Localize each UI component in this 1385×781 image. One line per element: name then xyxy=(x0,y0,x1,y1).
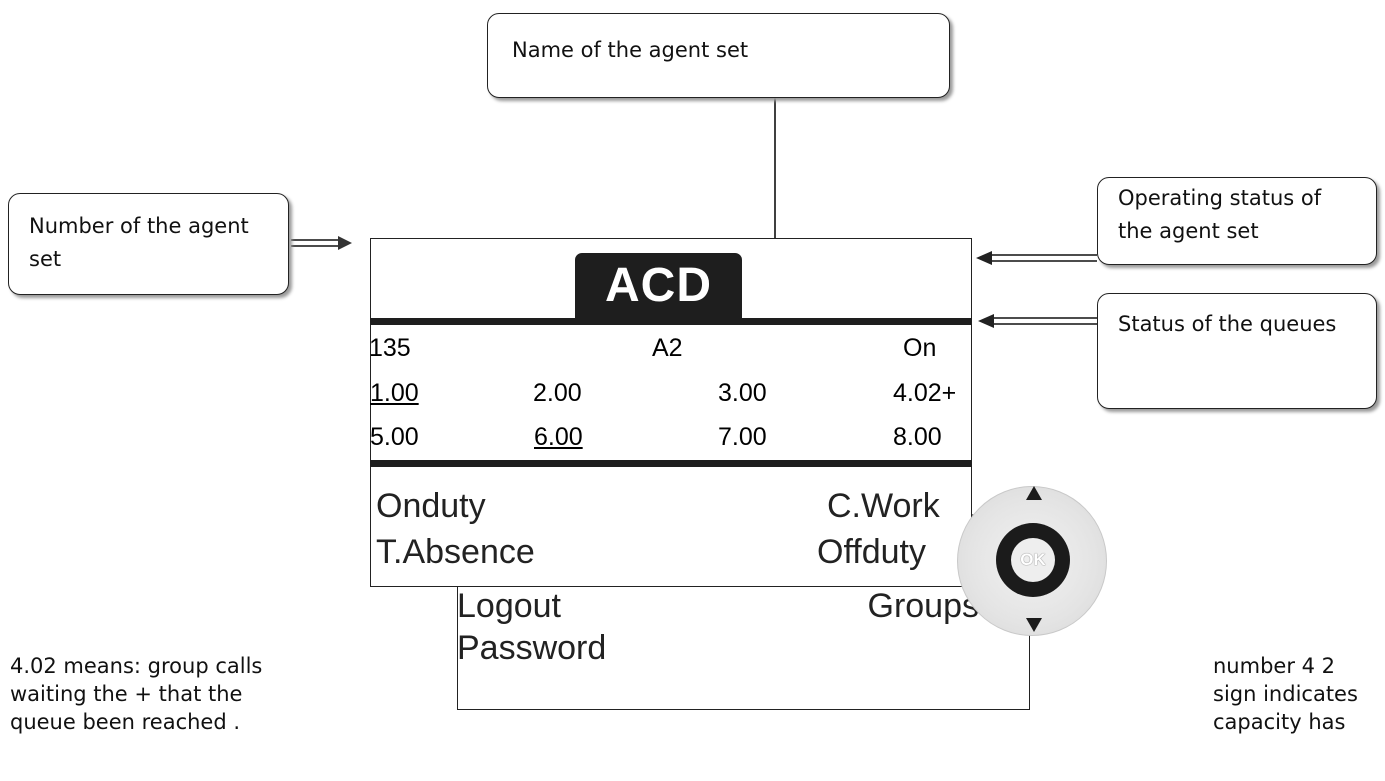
operating-arrowhead xyxy=(976,251,992,265)
queue-3: 3.00 xyxy=(718,379,767,407)
nav-arrows-icon xyxy=(1026,486,1042,632)
menu-item-logout[interactable]: Logout xyxy=(457,587,561,625)
divider-bottom xyxy=(370,460,972,467)
menu-panel-secondary: Logout Groups Password xyxy=(457,587,1030,710)
note-left: 4.02 means: group calls waiting the + th… xyxy=(10,654,263,734)
queue-2: 2.00 xyxy=(533,379,582,407)
menu-item-groups[interactable]: Groups xyxy=(867,587,980,625)
agent-set-number: 135 xyxy=(369,334,411,362)
agent-set-name: A2 xyxy=(652,334,683,362)
operating-status: On xyxy=(903,334,937,362)
callout-agent-set-name: Name of the agent set xyxy=(487,13,950,98)
acd-title-tab: ACD xyxy=(575,253,742,319)
name-connector xyxy=(695,98,776,263)
callout-operating-status: Operating status of the agent set xyxy=(1097,177,1377,265)
queues-arrowhead xyxy=(978,314,994,328)
menu-item-tabsence[interactable]: T.Absence xyxy=(376,533,535,571)
queue-4: 4.02+ xyxy=(893,379,957,407)
menu-item-password[interactable]: Password xyxy=(457,629,607,667)
queue-5: 5.00 xyxy=(370,423,419,451)
note-right: number 4 2 sign indicates capacity has xyxy=(1213,654,1358,734)
queue-1: 1.00 xyxy=(370,379,419,407)
callout-agent-set-number: Number of the agent set xyxy=(8,193,289,295)
ok-button[interactable]: OK xyxy=(996,523,1070,597)
queue-8: 8.00 xyxy=(893,423,942,451)
callout-queue-status: Status of the queues xyxy=(1097,293,1377,409)
ok-label: OK xyxy=(1011,538,1055,582)
queue-6: 6.00 xyxy=(534,423,583,451)
menu-item-onduty[interactable]: Onduty xyxy=(376,487,486,525)
menu-item-offduty[interactable]: Offduty xyxy=(817,533,926,571)
menu-item-cwork[interactable]: C.Work xyxy=(827,487,940,525)
divider-top xyxy=(370,318,972,325)
queue-7: 7.00 xyxy=(718,423,767,451)
number-arrowhead xyxy=(338,236,352,250)
